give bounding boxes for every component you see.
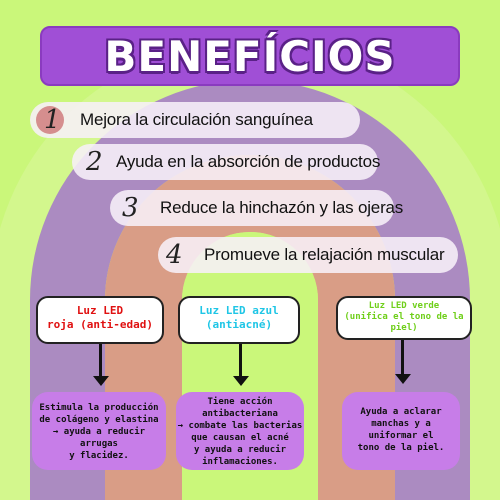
benefit-text: Reduce la hinchazón y las ojeras xyxy=(160,198,404,217)
benefit-number: 3 xyxy=(122,193,139,223)
green-led-label-line2: (unifica el tono de la xyxy=(344,312,464,322)
arrow-down-icon xyxy=(401,340,404,376)
red-led-label-line2: roja (anti-edad) xyxy=(47,318,153,331)
description-line: antibacteriana xyxy=(202,409,278,419)
red-led-label: Luz LED roja (anti-edad) xyxy=(36,296,164,344)
description-line: arrugas xyxy=(80,439,118,449)
arrow-head-icon xyxy=(93,376,109,386)
blue-led-description: Tiene acción antibacteriana → combate la… xyxy=(176,392,304,470)
benefit-item-3: 3 Reduce la hinchazón y las ojeras xyxy=(110,190,403,226)
title-banner: BENEFÍCIOS xyxy=(40,26,460,86)
benefit-number: 2 xyxy=(86,147,103,177)
description-line: → ayuda a reducir xyxy=(52,427,146,437)
arrow-down-icon xyxy=(239,344,242,378)
benefit-text: Ayuda en la absorción de productos xyxy=(116,152,381,171)
benefit-item-1: 1 Mejora la circulación sanguínea xyxy=(30,102,360,138)
green-led-description: Ayuda a aclarar manchas y a uniformar el… xyxy=(342,392,460,470)
description-line: manchas y a xyxy=(371,419,431,429)
arrow-down-icon xyxy=(99,344,102,378)
description-line: uniformar el xyxy=(368,431,434,441)
green-led-label: Luz LED verde (unifica el tono de la pie… xyxy=(336,296,472,340)
arrow-head-icon xyxy=(233,376,249,386)
description-line: de colágeno y elastina xyxy=(39,415,159,425)
benefit-number: 1 xyxy=(44,105,61,135)
description-line: inflamaciones. xyxy=(202,457,278,467)
green-led-label-line3: piel) xyxy=(390,323,418,333)
benefit-text: Promueve la relajación muscular xyxy=(204,245,445,264)
blue-led-label-line2: (antiacné) xyxy=(205,318,273,331)
red-led-label-line1: Luz LED xyxy=(76,304,124,317)
benefit-number: 4 xyxy=(166,240,183,270)
red-led-description: Estimula la producción de colágeno y ela… xyxy=(32,392,166,470)
description-line: Estimula la producción xyxy=(39,403,159,413)
arrow-head-icon xyxy=(395,374,411,384)
benefit-text: Mejora la circulación sanguínea xyxy=(80,110,313,129)
description-line: y flacidez. xyxy=(69,451,129,461)
benefit-item-2: 2 Ayuda en la absorción de productos xyxy=(72,144,381,180)
benefit-item-4: 4 Promueve la relajación muscular xyxy=(158,237,458,273)
description-line: y ayuda a reducir xyxy=(193,445,287,455)
number-circle xyxy=(36,106,64,134)
description-line: Ayuda a aclarar xyxy=(360,407,442,417)
blue-led-label: Luz LED azul (antiacné) xyxy=(178,296,300,344)
description-line: tono de la piel. xyxy=(357,443,445,453)
page-title: BENEFÍCIOS xyxy=(104,32,396,81)
blue-led-label-line1: Luz LED azul xyxy=(199,304,279,317)
description-line: Tiene acción xyxy=(207,397,273,407)
description-line: que causan el acné xyxy=(191,433,289,443)
description-line: → combate las bacterias xyxy=(177,421,303,431)
green-led-label-line1: Luz LED verde xyxy=(368,301,440,311)
